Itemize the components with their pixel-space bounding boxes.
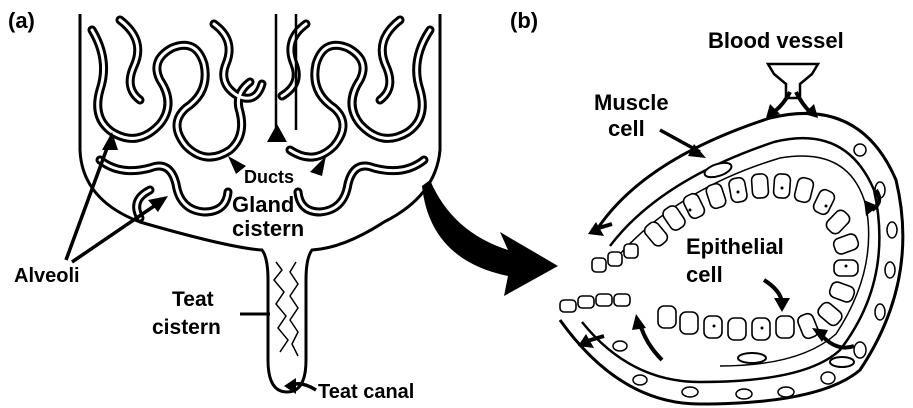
transition-arrow	[422, 180, 558, 296]
muscle-cell-2	[830, 357, 854, 367]
panel-a-label: (a)	[8, 8, 35, 33]
epithelial-cells-left-tip	[560, 244, 638, 312]
flow-arrow-bottom-left	[640, 324, 662, 360]
blood-flow-arrow-right	[796, 92, 810, 112]
blood-vessel-label: Blood vessel	[708, 28, 844, 53]
blood-vessel-inlet	[768, 64, 818, 98]
alveoli-label: Alveoli	[14, 265, 80, 287]
teat-canal-label: Teat canal	[318, 381, 414, 403]
panel-b-label: (b)	[510, 8, 538, 33]
teat-cistern-label-line1: Teat	[172, 288, 214, 311]
panel-b: (b) Blood vessel	[510, 8, 903, 404]
gland-cistern-label-line2: cistern	[232, 216, 304, 241]
muscle-cell-label-line1: Muscle	[594, 90, 669, 115]
muscle-cell-label-line2: cell	[608, 116, 645, 141]
gland-cistern-label-line1: Gland	[232, 192, 294, 217]
muscle-cell-3	[738, 353, 766, 363]
panel-a: (a)	[8, 8, 558, 403]
epithelial-cell-label-line1: Epithelial	[686, 234, 784, 259]
epithelial-cell-label-line2: cell	[686, 262, 723, 287]
blood-flow-arrow-left	[774, 92, 790, 112]
teat-cistern-label-line2: cistern	[152, 316, 221, 339]
epithelial-cells-lower	[658, 306, 794, 340]
epithelial-cell-arrowhead	[774, 298, 790, 312]
ducts-label: Ducts	[244, 167, 294, 187]
flow-arrowhead-bottom-left	[632, 314, 646, 330]
